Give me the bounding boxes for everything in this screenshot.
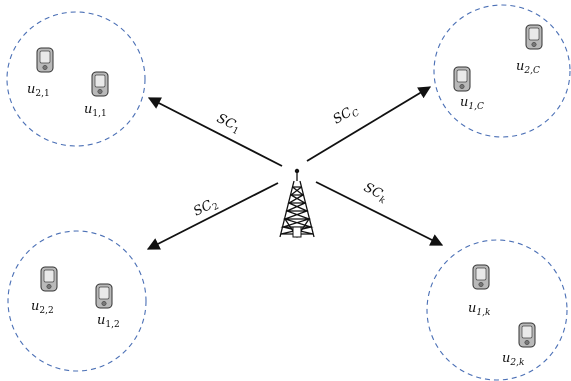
user-label-u12: u1,2 bbox=[97, 313, 120, 330]
mobile-phone-icon bbox=[472, 264, 490, 290]
cluster-1-circle bbox=[6, 11, 146, 147]
user-label-u2k: u2,k bbox=[502, 351, 524, 368]
mobile-phone-icon bbox=[40, 266, 58, 292]
mobile-phone-icon bbox=[36, 47, 54, 73]
channel-label-scC: SCC bbox=[331, 102, 362, 129]
user-label-u11: u1,1 bbox=[84, 102, 107, 119]
cluster-2-circle bbox=[7, 230, 147, 372]
channel-label-sc1: SC1 bbox=[213, 111, 243, 137]
cluster-k-circle bbox=[426, 239, 568, 381]
mobile-phone-icon bbox=[95, 283, 113, 309]
link-arrow-sc2 bbox=[146, 182, 279, 250]
mobile-phone-icon bbox=[91, 71, 109, 97]
channel-label-sc2: SC2 bbox=[191, 195, 221, 221]
cluster-c-circle bbox=[433, 4, 571, 138]
user-label-u22: u2,2 bbox=[31, 299, 54, 316]
link-arrow-sck bbox=[315, 181, 444, 246]
channel-label-sck: SCk bbox=[360, 180, 389, 206]
mobile-phone-icon bbox=[518, 322, 536, 348]
link-arrow-sc1 bbox=[147, 97, 283, 167]
user-label-u1k: u1,k bbox=[468, 301, 490, 318]
user-label-u2C: u2,C bbox=[516, 59, 540, 76]
link-arrow-scC bbox=[306, 86, 432, 162]
cell-tower-icon bbox=[279, 168, 315, 239]
mobile-phone-icon bbox=[453, 66, 471, 92]
user-label-u1C: u1,C bbox=[460, 95, 484, 112]
mobile-phone-icon bbox=[525, 24, 543, 50]
user-label-u21: u2,1 bbox=[27, 82, 50, 99]
